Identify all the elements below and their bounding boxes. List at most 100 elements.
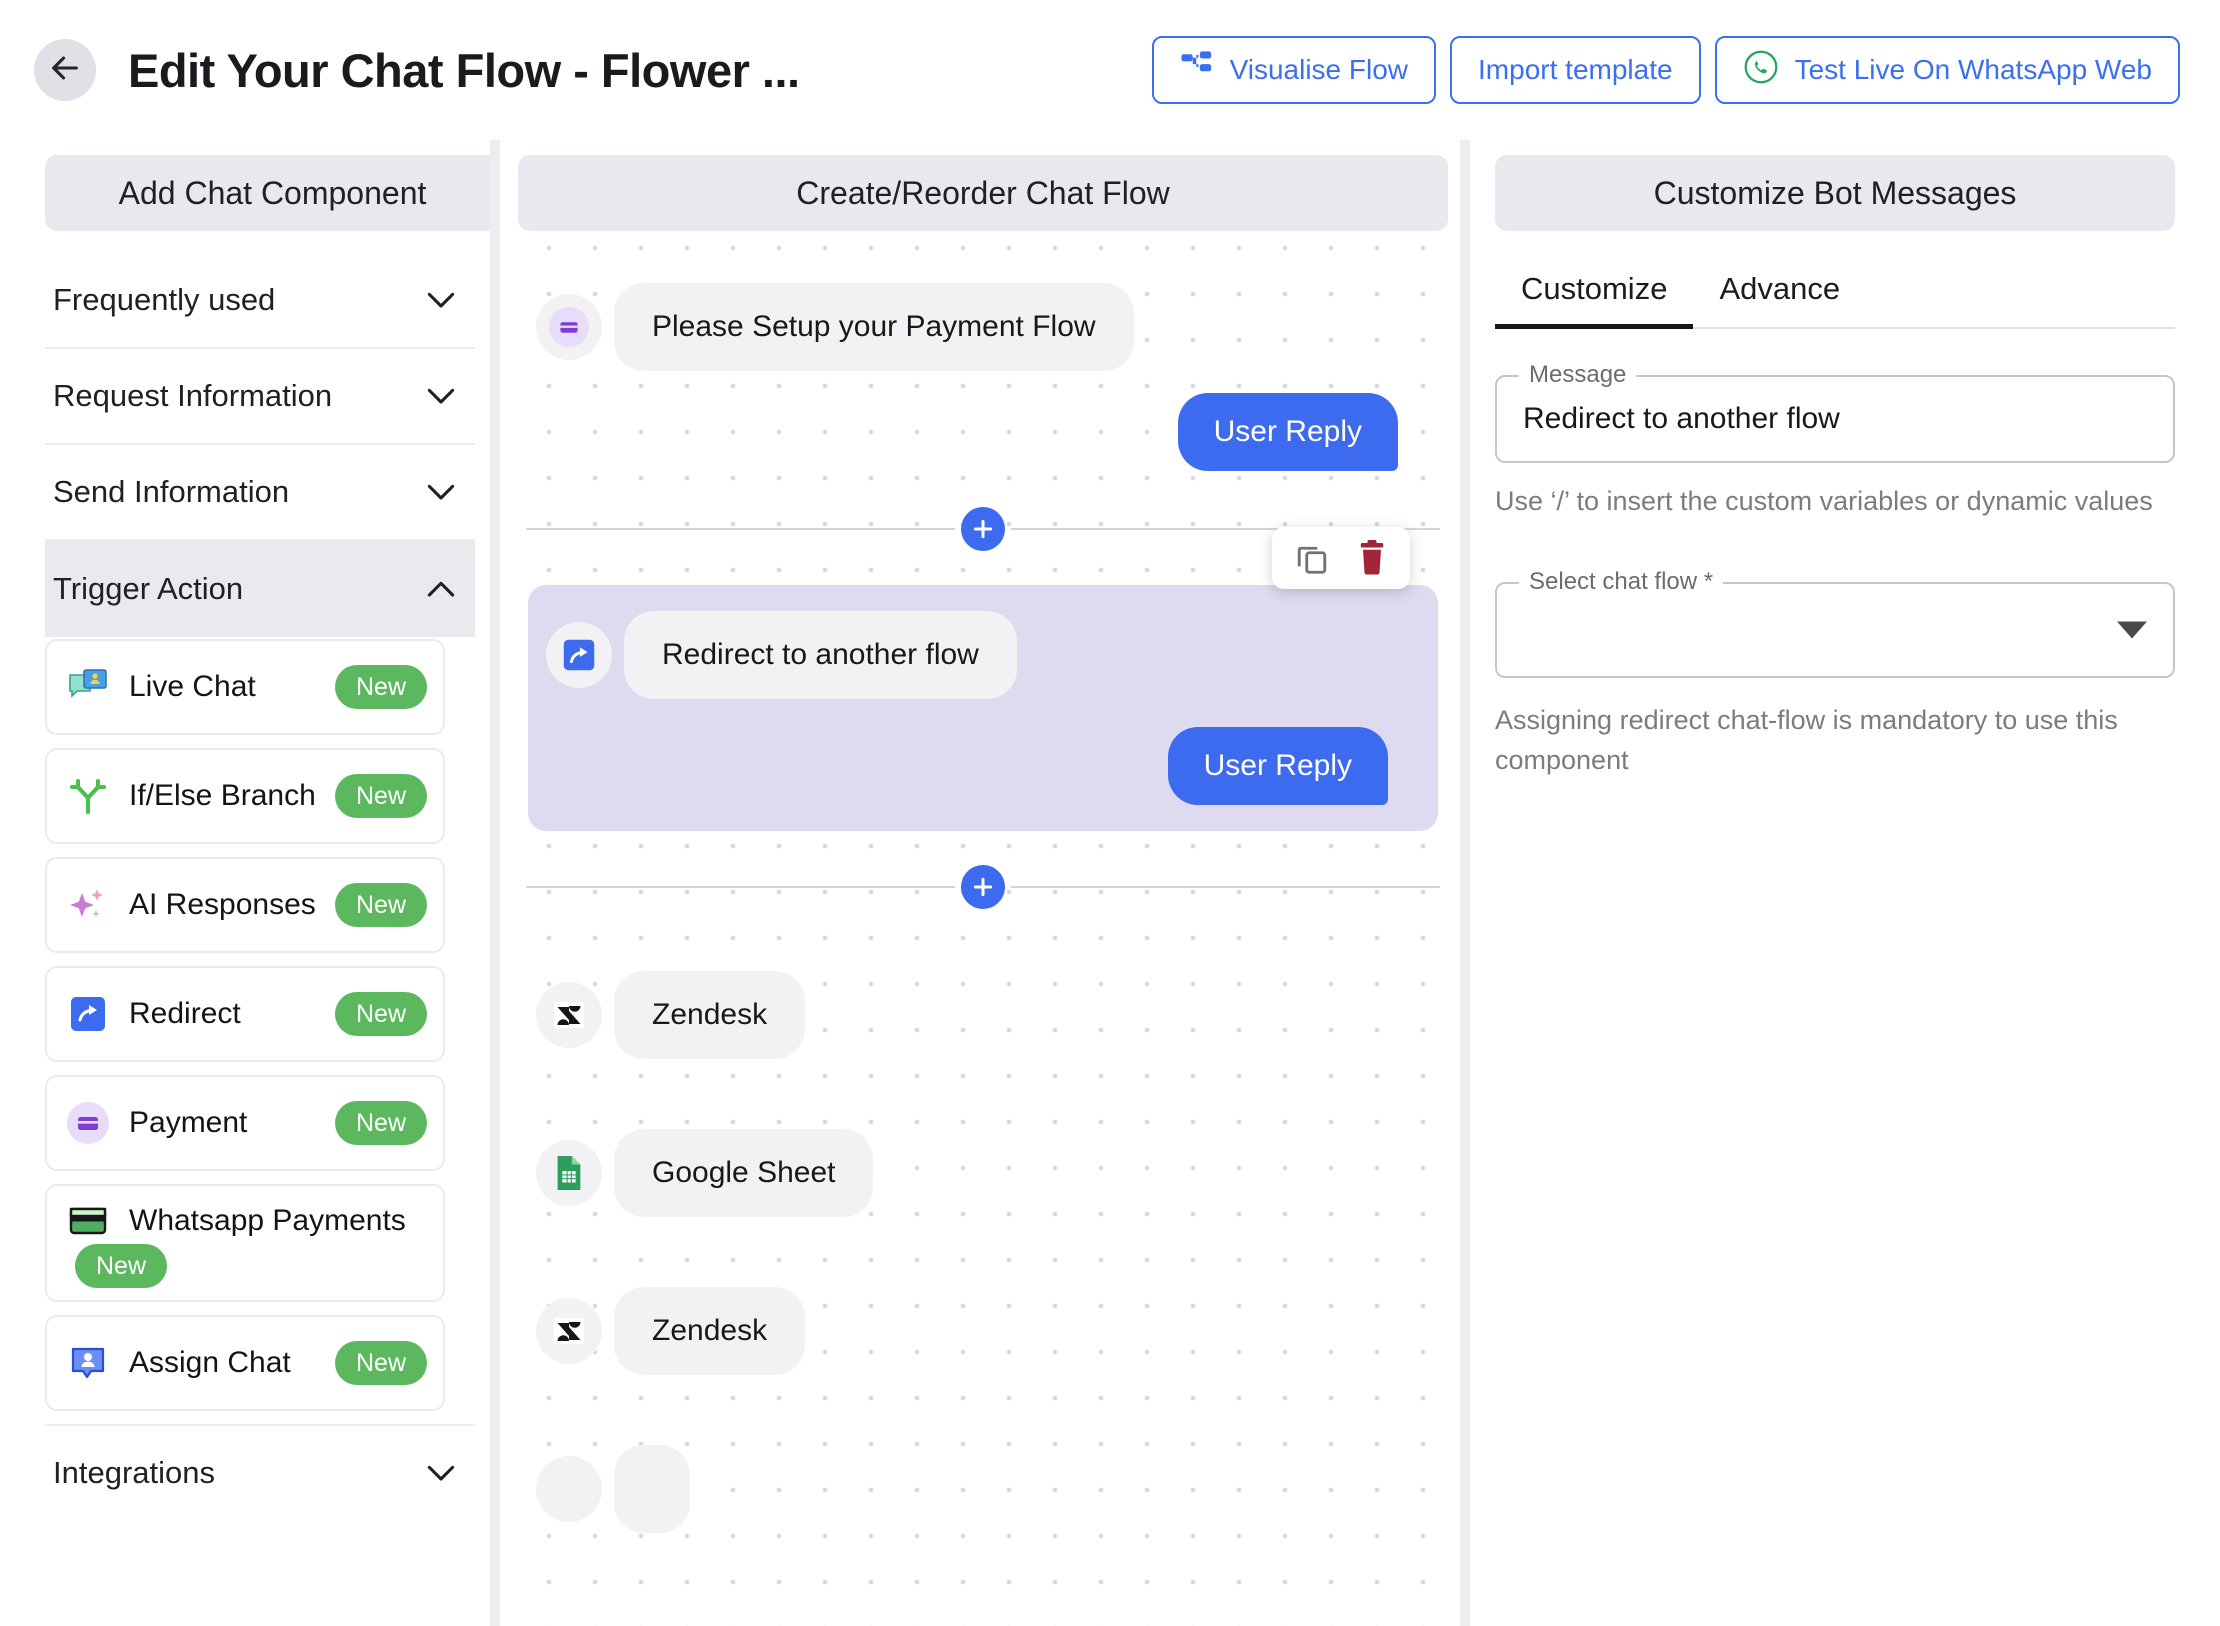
left-panel-title: Add Chat Component [45,155,500,231]
import-template-label: Import template [1478,54,1673,86]
flow-diagram-icon [1180,50,1214,91]
select-chat-flow[interactable]: Select chat flow * [1495,582,2175,678]
component-card-whatsapp-payments[interactable]: Whatsapp Payments New [45,1184,445,1302]
right-panel-title: Customize Bot Messages [1495,155,2175,231]
visualise-flow-button[interactable]: Visualise Flow [1152,36,1436,104]
redirect-icon [65,991,111,1037]
app-header: Edit Your Chat Flow - Flower ... Visuali… [0,0,2220,140]
flow-node-zendesk-1[interactable]: Zendesk [518,971,1448,1059]
center-panel-divider [1460,140,1470,1626]
flow-node-text: Please Setup your Payment Flow [614,283,1134,371]
user-reply-row: User Reply [528,727,1438,805]
whatsapp-card-icon [65,1198,111,1244]
chevron-down-icon [427,484,455,501]
chevron-down-icon[interactable] [2117,621,2147,638]
accordion-label: Request Information [53,378,332,414]
message-field-helper: Use ‘/’ to insert the custom variables o… [1495,481,2175,522]
zendesk-icon [536,1298,602,1364]
component-card-payment[interactable]: Payment New [45,1075,445,1171]
back-button[interactable] [34,39,96,101]
user-reply-row: User Reply [518,393,1448,471]
branch-icon [65,773,111,819]
flow-node-text: Google Sheet [614,1129,873,1217]
status-badge: New [335,665,427,709]
component-label: Payment [129,1104,325,1142]
status-badge: New [335,1341,427,1385]
message-field-value: Redirect to another flow [1523,402,1840,436]
assign-chat-icon [65,1340,111,1386]
accordion-integrations[interactable]: Integrations [45,1424,475,1520]
component-card-redirect[interactable]: Redirect New [45,966,445,1062]
user-reply-button[interactable]: User Reply [1168,727,1388,805]
flow-node-zendesk-2[interactable]: Zendesk [518,1287,1448,1375]
flow-node-redirect[interactable]: Redirect to another flow [528,611,1438,699]
payment-card-icon [536,294,602,360]
status-badge: New [75,1244,167,1288]
add-node-button[interactable] [961,865,1005,909]
add-node-divider-2 [518,865,1448,909]
live-chat-icon [65,664,111,710]
import-template-button[interactable]: Import template [1450,36,1701,104]
user-reply-button[interactable]: User Reply [1178,393,1398,471]
flow-node-payment[interactable]: Please Setup your Payment Flow [518,283,1448,371]
flow-node-redirect-selected[interactable]: Redirect to another flow User Reply [528,585,1438,831]
status-badge: New [335,883,427,927]
add-chat-component-panel: Add Chat Component Frequently used Reque… [0,140,500,1626]
flow-node-text: Zendesk [614,1287,805,1375]
chat-flow-panel: Create/Reorder Chat Flow Please Setup yo… [500,140,1470,1626]
component-accordion: Frequently used Request Information Send… [45,253,475,1520]
flow-node-text [614,1445,690,1533]
component-label: AI Responses [129,886,325,924]
left-panel-divider [490,140,500,1626]
avatar [536,1456,602,1522]
chat-flow-canvas[interactable]: Please Setup your Payment Flow User Repl… [518,245,1448,1626]
arrow-left-icon [48,51,82,90]
component-label: Redirect [129,995,325,1033]
accordion-request-information[interactable]: Request Information [45,349,475,445]
accordion-send-information[interactable]: Send Information [45,445,475,541]
header-actions: Visualise Flow Import template Test Live… [1152,36,2180,104]
chevron-down-icon [427,292,455,309]
tab-customize[interactable]: Customize [1495,257,1693,327]
accordion-label: Send Information [53,474,289,510]
component-card-live-chat[interactable]: Live Chat New [45,639,445,735]
status-badge: New [335,1101,427,1145]
center-panel-title: Create/Reorder Chat Flow [518,155,1448,231]
customize-bot-messages-panel: Customize Bot Messages Customize Advance… [1470,140,2220,1626]
panels-row: Add Chat Component Frequently used Reque… [0,140,2220,1626]
node-toolbar [1272,527,1410,589]
accordion-trigger-action[interactable]: Trigger Action [45,541,475,637]
component-card-if-else-branch[interactable]: If/Else Branch New [45,748,445,844]
flow-node-google-sheet[interactable]: Google Sheet [518,1129,1448,1217]
visualise-flow-label: Visualise Flow [1230,54,1408,86]
divider-line [526,528,955,530]
accordion-frequently-used[interactable]: Frequently used [45,253,475,349]
select-chat-flow-label: Select chat flow * [1519,568,1723,596]
status-badge: New [335,774,427,818]
flow-node-text: Zendesk [614,971,805,1059]
status-badge: New [335,992,427,1036]
chat-flow-field-wrap: Select chat flow * Assigning redirect ch… [1495,582,2175,781]
chevron-down-icon [427,1465,455,1482]
flow-node-partial[interactable] [518,1445,1448,1533]
component-label: Assign Chat [129,1344,325,1382]
component-card-assign-chat[interactable]: Assign Chat New [45,1315,445,1411]
whatsapp-icon [1743,49,1779,92]
divider-line [1011,886,1440,888]
payment-card-icon [65,1100,111,1146]
zendesk-icon [536,982,602,1048]
tab-advance[interactable]: Advance [1693,257,1866,327]
component-card-ai-responses[interactable]: AI Responses New [45,857,445,953]
sparkle-icon [65,882,111,928]
add-node-button[interactable] [961,507,1005,551]
trash-icon[interactable] [1356,540,1388,576]
divider-line [526,886,955,888]
test-live-whatsapp-button[interactable]: Test Live On WhatsApp Web [1715,36,2180,104]
page-title: Edit Your Chat Flow - Flower ... [128,43,800,98]
flow-node-text: Redirect to another flow [624,611,1017,699]
message-field-label: Message [1519,361,1636,389]
accordion-label: Integrations [53,1455,215,1491]
message-field[interactable]: Message Redirect to another flow [1495,375,2175,463]
component-label: If/Else Branch [129,777,325,815]
copy-icon[interactable] [1294,540,1330,576]
